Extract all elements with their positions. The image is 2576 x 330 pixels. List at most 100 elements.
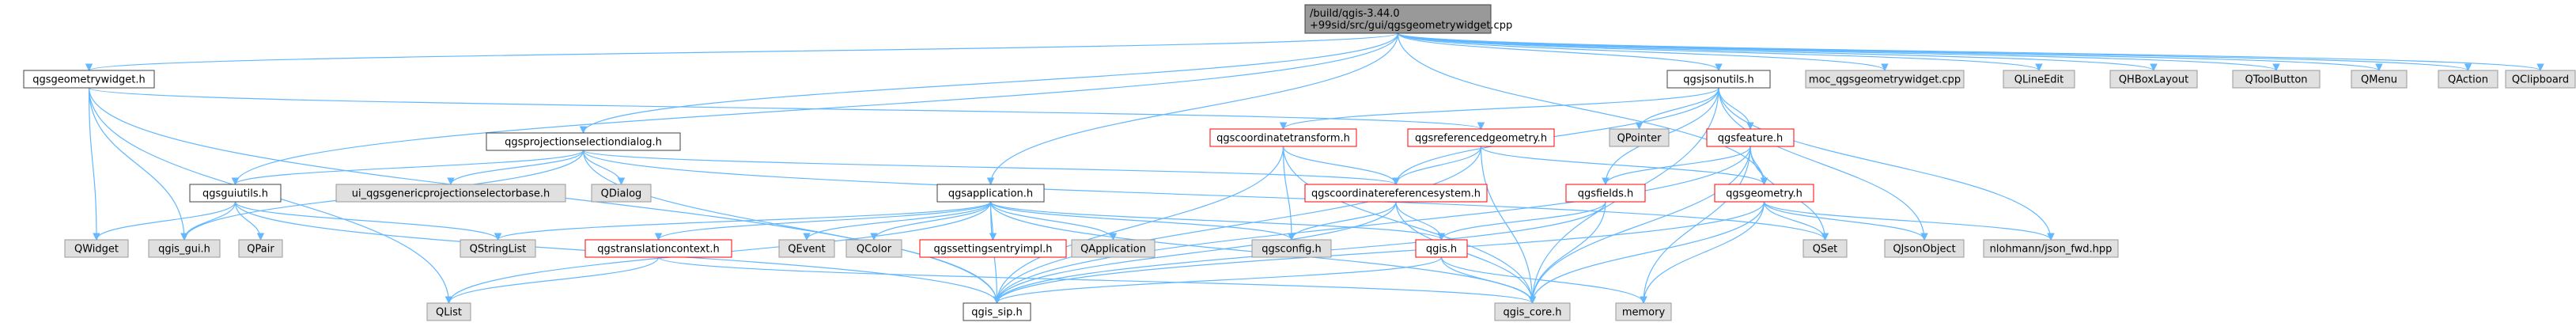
edge-qpsd-to-qsip (582, 150, 1001, 304)
node-nlohmann[interactable]: nlohmann/json_fwd.hpp (1983, 239, 2119, 258)
node-qmenu[interactable]: QMenu (2351, 70, 2408, 89)
node-qsei[interactable]: qgssettingsentryimpl.h (919, 239, 1067, 258)
node-qcore-box (1494, 302, 1571, 321)
node-qjo-box (1884, 239, 1965, 258)
node-root[interactable]: /build/qgis-3.44.0+99sid/src/gui/qgsgeom… (1304, 4, 1512, 34)
edge-root-to-qgeom (1397, 32, 1768, 185)
node-qtb-box (2232, 70, 2321, 89)
node-qct-label: qgscoordinatetransform.h (1216, 133, 1350, 145)
edge-qgw-to-qwidget (88, 87, 100, 241)
node-qct[interactable]: qgscoordinatetransform.h (1209, 128, 1357, 147)
node-qset[interactable]: QSet (1802, 239, 1848, 258)
node-qrg[interactable]: qgsreferencedgeometry.h (1407, 128, 1555, 147)
node-root-label: /build/qgis-3.44.0 (1310, 8, 1400, 20)
node-qlist-box (426, 302, 471, 321)
node-qaction-label: QAction (2448, 74, 2488, 86)
edge-qrg-to-qgeom (1480, 146, 1768, 185)
node-qsip[interactable]: qgis_sip.h (963, 302, 1031, 321)
node-qpointer[interactable]: QPointer (1609, 128, 1670, 147)
node-root-box (1304, 4, 1492, 34)
node-uiproj-box (335, 184, 566, 203)
node-qtb[interactable]: QToolButton (2232, 70, 2321, 89)
node-moc-box (1805, 70, 1965, 89)
node-qcrs[interactable]: qgscoordinatereferencesystem.h (1304, 184, 1488, 203)
node-qclip[interactable]: QClipboard (2505, 70, 2576, 89)
edge-qgeom-to-qjo (1763, 201, 1928, 241)
node-qgisgui-box (148, 239, 221, 258)
node-qjo[interactable]: QJsonObject (1884, 239, 1965, 258)
node-qtc[interactable]: qgstranslationcontext.h (584, 239, 732, 258)
node-uiproj[interactable]: ui_qgsgenericprojectionselectorbase.h (335, 184, 566, 203)
node-qcore-label: qgis_core.h (1504, 307, 1562, 319)
node-qconfig[interactable]: qgsconfig.h (1251, 239, 1332, 258)
node-qhb[interactable]: QHBoxLayout (2109, 70, 2198, 89)
node-qjson[interactable]: qgsjsonutils.h (1666, 70, 1771, 89)
node-qdialog-label: QDialog (601, 188, 642, 200)
edge-root-to-qhb (1397, 32, 2158, 71)
node-qpair[interactable]: QPair (238, 239, 283, 258)
node-qgisgui[interactable]: qgis_gui.h (148, 239, 221, 258)
node-qgw[interactable]: qgsgeometrywidget.h (23, 70, 155, 89)
node-qwidget[interactable]: QWidget (64, 239, 129, 258)
edge-root-to-qclip (1397, 32, 2544, 71)
edge-qapp-to-qapplication (989, 201, 1118, 241)
node-qapp-box (936, 184, 1045, 203)
node-qevent[interactable]: QEvent (778, 239, 835, 258)
edge-qgish-to-memory (1440, 256, 1647, 304)
edge-qrg-to-qsip (993, 146, 1482, 304)
node-qapp[interactable]: qgsapplication.h (936, 184, 1045, 203)
node-memory-box (1615, 302, 1672, 321)
edge-qct-to-qcrs (1282, 146, 1400, 185)
nodes-layer: /build/qgis-3.44.0+99sid/src/gui/qgsgeom… (23, 4, 2576, 321)
node-qapplication[interactable]: QApplication (1071, 239, 1156, 258)
edge-qgu-to-qpair (234, 201, 265, 241)
edge-qjson-to-nlohmann (1718, 87, 2055, 241)
node-qfields[interactable]: qgsfields.h (1565, 184, 1646, 203)
edge-qpsd-to-uiproj (447, 150, 584, 185)
node-qfields-label: qgsfields.h (1578, 188, 1633, 200)
node-qgw-box (23, 70, 155, 89)
edge-qrg-to-qcore (1480, 146, 1537, 304)
node-qlist-label: QList (436, 307, 462, 319)
node-qlist[interactable]: QList (426, 302, 471, 321)
node-qcolor[interactable]: QColor (845, 239, 902, 258)
node-moc[interactable]: moc_qgsgeometrywidget.cpp (1805, 70, 1965, 89)
node-uiproj-label: ui_qgsgenericprojectionselectorbase.h (352, 188, 550, 200)
node-qhb-box (2109, 70, 2198, 89)
node-qsip-label: qgis_sip.h (971, 307, 1022, 319)
node-memory[interactable]: memory (1615, 302, 1672, 321)
node-qapp-label: qgsapplication.h (948, 188, 1033, 200)
edge-root-to-qmenu (1397, 32, 2383, 71)
edge-qfeat-to-qgeom (1749, 146, 1768, 185)
node-qconfig-box (1251, 239, 1332, 258)
node-qle[interactable]: QLineEdit (2003, 70, 2075, 89)
edge-qct-to-qconfig (1282, 146, 1296, 241)
node-qaction[interactable]: QAction (2438, 70, 2498, 89)
node-qgeom[interactable]: qgsgeometry.h (1714, 184, 1814, 203)
node-qpair-label: QPair (247, 244, 274, 256)
node-qfeat[interactable]: qgsfeature.h (1706, 128, 1795, 147)
edge-root-to-qjson (1397, 32, 1723, 71)
edge-qct-to-qsip (993, 146, 1284, 304)
node-qpsd[interactable]: qgsprojectionselectiondialog.h (486, 132, 681, 151)
node-qdialog[interactable]: QDialog (591, 184, 652, 203)
node-qpointer-box (1609, 128, 1670, 147)
edge-qjson-to-qct (1279, 87, 1719, 130)
node-qapplication-label: QApplication (1080, 244, 1146, 256)
node-qgish[interactable]: qgis.h (1415, 239, 1468, 258)
node-qtb-label: QToolButton (2245, 74, 2307, 86)
node-qfeat-label: qgsfeature.h (1718, 133, 1784, 145)
node-qjson-label: qgsjsonutils.h (1683, 74, 1754, 86)
edge-qgish-to-qsip (993, 256, 1443, 304)
node-qfields-box (1565, 184, 1646, 203)
node-qgu[interactable]: qgsguiutils.h (189, 184, 282, 203)
node-nlohmann-label: nlohmann/json_fwd.hpp (1990, 244, 2113, 256)
node-qsl[interactable]: QStringList (460, 239, 536, 258)
node-moc-label: moc_qgsgeometrywidget.cpp (1809, 74, 1961, 86)
edge-qtc-to-qcore (657, 256, 1536, 304)
node-qcore[interactable]: qgis_core.h (1494, 302, 1571, 321)
edge-root-to-qpsd (579, 32, 1399, 134)
edge-qjson-to-qcrs (1392, 87, 1719, 185)
node-qevent-label: QEvent (788, 244, 825, 256)
